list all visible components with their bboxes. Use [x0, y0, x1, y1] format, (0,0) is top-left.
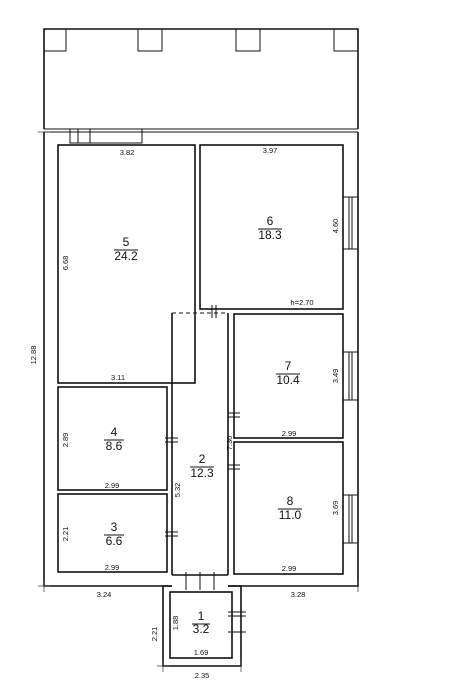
room-6 [199, 144, 359, 318]
room-5-area: 24.2 [114, 249, 138, 263]
room-5 [57, 144, 196, 384]
dim-corridor-length: 5.32 [173, 483, 182, 498]
dim-vestibule-side: 1.88 [171, 616, 180, 631]
room-3-area: 6.6 [106, 534, 123, 548]
room-7-number: 7 [285, 359, 292, 373]
dim-room6-side: 4.60 [331, 219, 340, 234]
room-4 [57, 386, 168, 491]
room-6-number: 6 [267, 214, 274, 228]
room-4-area: 8.6 [106, 439, 123, 453]
dim-vestibule-bottom: 1.69 [194, 648, 209, 657]
room-4-number: 4 [111, 425, 118, 439]
dim-room5-top: 3.82 [120, 148, 135, 157]
outer-walls [43, 128, 359, 587]
room-8 [233, 441, 359, 575]
room-1-number: 1 [198, 609, 205, 623]
room-2-number: 2 [199, 452, 206, 466]
dim-room8-side: 3.69 [331, 501, 340, 516]
room-7 [233, 313, 359, 439]
room-3 [57, 493, 168, 573]
dim-corridor-side: 7.30 [225, 436, 234, 451]
dim-room5-bottom: 3.11 [111, 373, 125, 382]
dim-outer-bottom-right: 3.28 [291, 590, 306, 599]
ceiling-height: h=2.70 [290, 298, 313, 307]
dim-room5-side: 6.68 [61, 256, 70, 271]
terrace [43, 28, 359, 133]
dimension-ticks [38, 131, 359, 672]
room-3-number: 3 [111, 520, 118, 534]
dim-outer-bottom-left: 3.24 [97, 590, 112, 599]
room-1-area: 3.2 [193, 622, 210, 636]
dim-room7-side: 3.49 [331, 369, 340, 384]
room-1-vestibule [162, 585, 246, 667]
room-8-number: 8 [287, 494, 294, 508]
room-6-area: 18.3 [258, 228, 282, 242]
dim-room3-bottom: 2.99 [105, 563, 120, 572]
dim-vestibule-outer-bottom: 2.35 [195, 671, 210, 680]
room-5-number: 5 [123, 235, 130, 249]
dim-room4-side: 2.89 [61, 433, 70, 448]
room-8-area: 11.0 [279, 508, 302, 522]
dim-room7-bottom: 2.99 [282, 429, 297, 438]
dim-room6-top: 3.97 [263, 146, 278, 155]
dim-overall-height: 12.88 [29, 346, 38, 365]
room-2-area: 12.3 [190, 466, 214, 480]
room-7-area: 10.4 [276, 373, 300, 387]
dim-room8-bottom: 2.99 [282, 564, 297, 573]
dim-room4-bottom: 2.99 [105, 481, 120, 490]
dim-room3-side: 2.21 [61, 527, 70, 542]
dim-vestibule-outer-side: 2.21 [150, 627, 159, 642]
